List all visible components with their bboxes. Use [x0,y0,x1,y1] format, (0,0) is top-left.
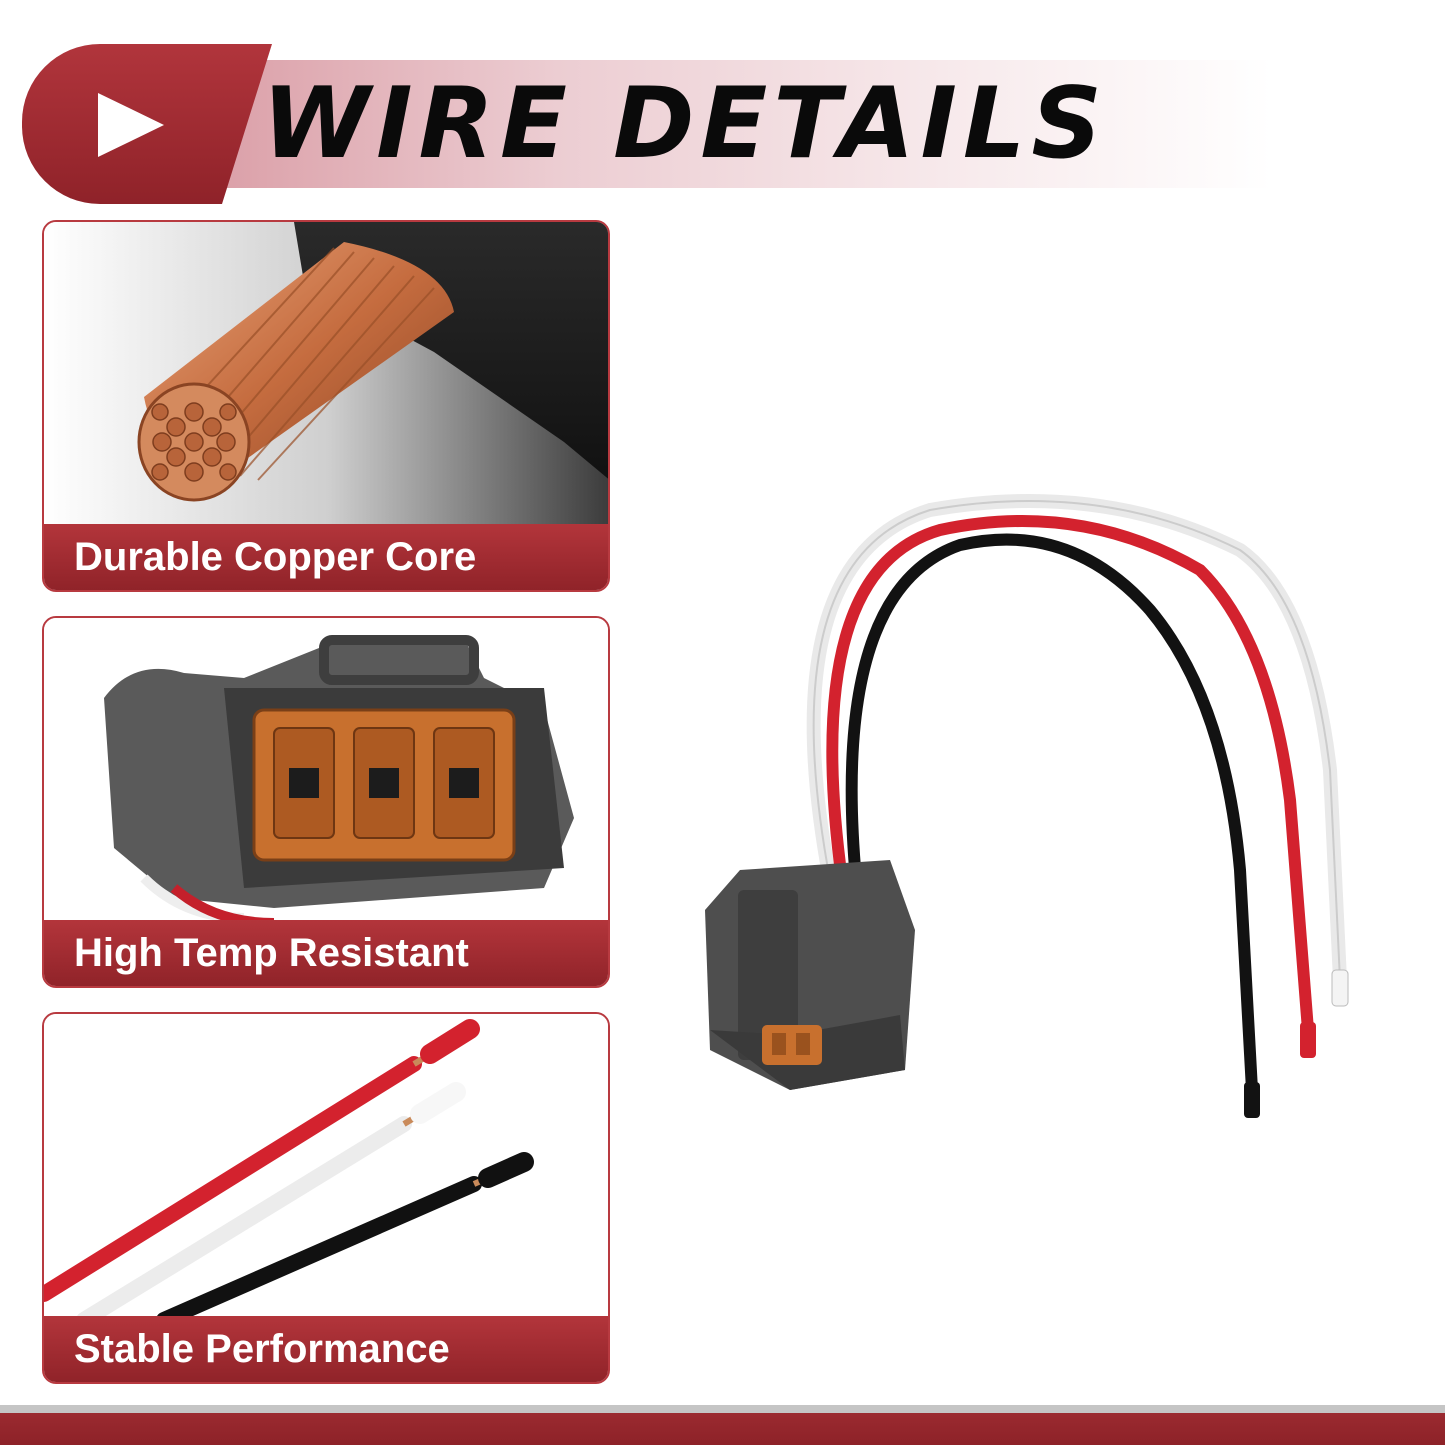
feature-label: High Temp Resistant [44,920,608,986]
connector-icon [44,618,608,924]
page-title: WIRE DETAILS [262,67,1108,181]
play-icon [98,93,164,157]
feature-card-connector: High Temp Resistant [42,616,610,988]
footer-bar [0,1405,1445,1445]
feature-label: Stable Performance [44,1316,608,1382]
wires-icon [44,1014,608,1320]
product-image [705,494,1349,1118]
banner-tab [22,44,272,204]
feature-label: Durable Copper Core [44,524,608,590]
feature-card-wires: Stable Performance [42,1012,610,1384]
header-banner: WIRE DETAILS [22,44,1352,204]
copper-core-icon [44,222,608,528]
feature-card-copper: Durable Copper Core [42,220,610,592]
banner-background [172,60,1272,188]
